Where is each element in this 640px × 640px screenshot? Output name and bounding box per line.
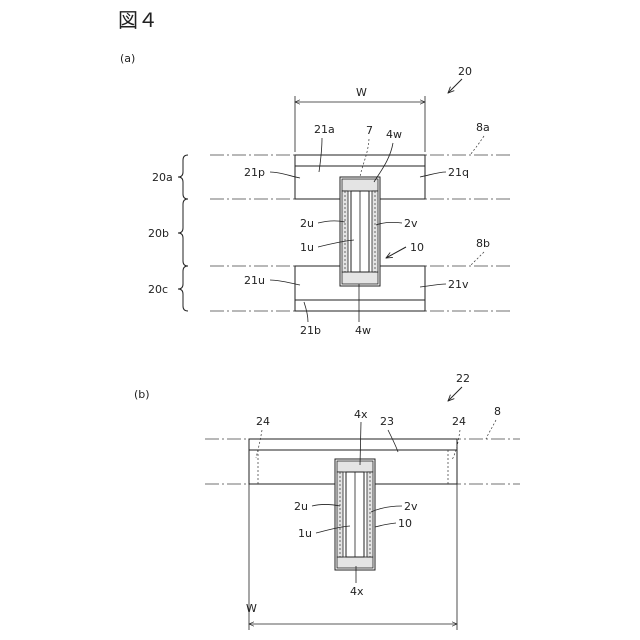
ref-22-arrow [448,387,462,401]
ref-20-arrow [448,79,462,93]
ref-10-b-leader [375,523,396,527]
ref-8b-leader [470,252,484,266]
region-20b: 20b [148,227,169,240]
ref-8: 8 [494,405,501,418]
panel-b: (b) 22 24 4x 23 24 8 2u 2v [134,372,520,630]
ref-8b: 8b [476,237,490,250]
brace-20b [178,199,188,266]
region-20c: 20c [148,283,168,296]
ref-4w-bottom: 4w [355,324,371,337]
ref-1u-b: 1u [298,527,312,540]
ref-21b: 21b [300,324,321,337]
ref-7: 7 [366,124,373,137]
ref-10-b: 10 [398,517,412,530]
ref-4w-top: 4w [386,128,402,141]
ref-22: 22 [456,372,470,385]
ref-23: 23 [380,415,394,428]
ref-8-leader [486,420,496,439]
ref-2v-a: 2v [404,217,418,230]
ref-10-a-arrow [386,247,406,258]
ref-1u-a: 1u [300,241,314,254]
ref-8a-leader [470,136,484,155]
ref-24-right: 24 [452,415,466,428]
panel-a: (a) 20 W 7 4w 4w [120,52,510,337]
panel-b-label: (b) [134,388,150,401]
width-label-a: W [356,86,367,99]
ref-10-a: 10 [410,241,424,254]
ref-4x-top: 4x [354,408,368,421]
seal-bottom-4w [342,272,378,284]
panel-a-label: (a) [120,52,135,65]
ref-21p: 21p [244,166,265,179]
seal-bottom-4x [337,557,373,568]
ref-2v-b: 2v [404,500,418,513]
ref-21v: 21v [448,278,469,291]
ref-2u-b: 2u [294,500,308,513]
ref-24-left: 24 [256,415,270,428]
seal-top-4x [337,461,373,472]
ref-2v-b-leader [371,506,402,512]
ref-8a: 8a [476,121,490,134]
region-20a: 20a [152,171,173,184]
brace-20c [178,266,188,311]
figure-title: 図４ [118,8,158,32]
ref-21q: 21q [448,166,469,179]
seal-top-4w [342,179,378,191]
width-label-b: W [246,602,257,615]
brace-20a [178,155,188,199]
ref-21a: 21a [314,123,335,136]
ref-4x-bottom: 4x [350,585,364,598]
ref-20: 20 [458,65,472,78]
ref-2u-a: 2u [300,217,314,230]
ref-21u: 21u [244,274,265,287]
